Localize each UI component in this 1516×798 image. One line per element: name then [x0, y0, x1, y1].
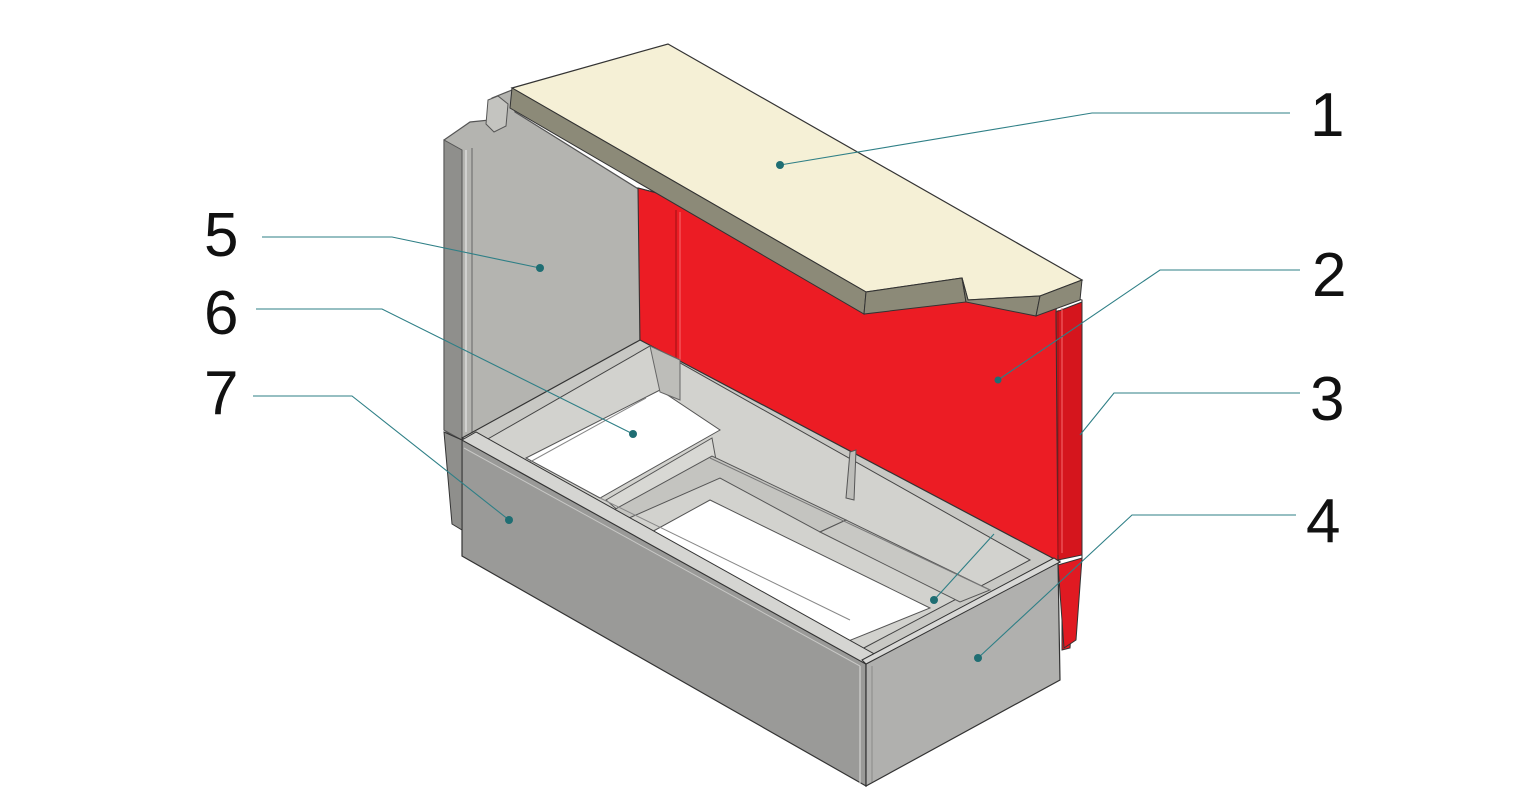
anchor-dot-2	[994, 376, 1002, 384]
anchor-dot-5	[536, 264, 544, 272]
leader-line-3	[1079, 392, 1300, 436]
anchor-dot-3	[930, 596, 938, 604]
callout-1: 1	[1310, 81, 1344, 150]
callout-2: 2	[1312, 241, 1346, 310]
leader-line-1	[779, 112, 1290, 166]
callout-7: 7	[204, 359, 238, 428]
callout-labels: 1 2 3 4 5 6 7	[204, 81, 1346, 556]
anchor-dot-1	[776, 161, 784, 169]
leader-line-6	[256, 308, 634, 435]
leader-lines	[253, 112, 1300, 659]
end-panel	[861, 557, 1061, 788]
top-slab	[509, 43, 1084, 317]
leader-line-5	[262, 236, 541, 269]
anchor-dot-7	[505, 516, 513, 524]
callout-5: 5	[204, 201, 238, 270]
anchor-dot-6	[629, 430, 637, 438]
leader-line-2	[997, 269, 1300, 381]
leader-line-3b	[933, 533, 995, 601]
callout-4: 4	[1306, 487, 1340, 556]
leader-line-7	[253, 395, 510, 521]
leader-line-4	[977, 514, 1296, 659]
tray	[460, 339, 1062, 665]
callout-6: 6	[204, 279, 238, 348]
anchor-dots	[505, 161, 1002, 662]
anchor-dot-4	[974, 654, 982, 662]
callout-3: 3	[1310, 365, 1344, 434]
front-panel	[443, 431, 879, 788]
